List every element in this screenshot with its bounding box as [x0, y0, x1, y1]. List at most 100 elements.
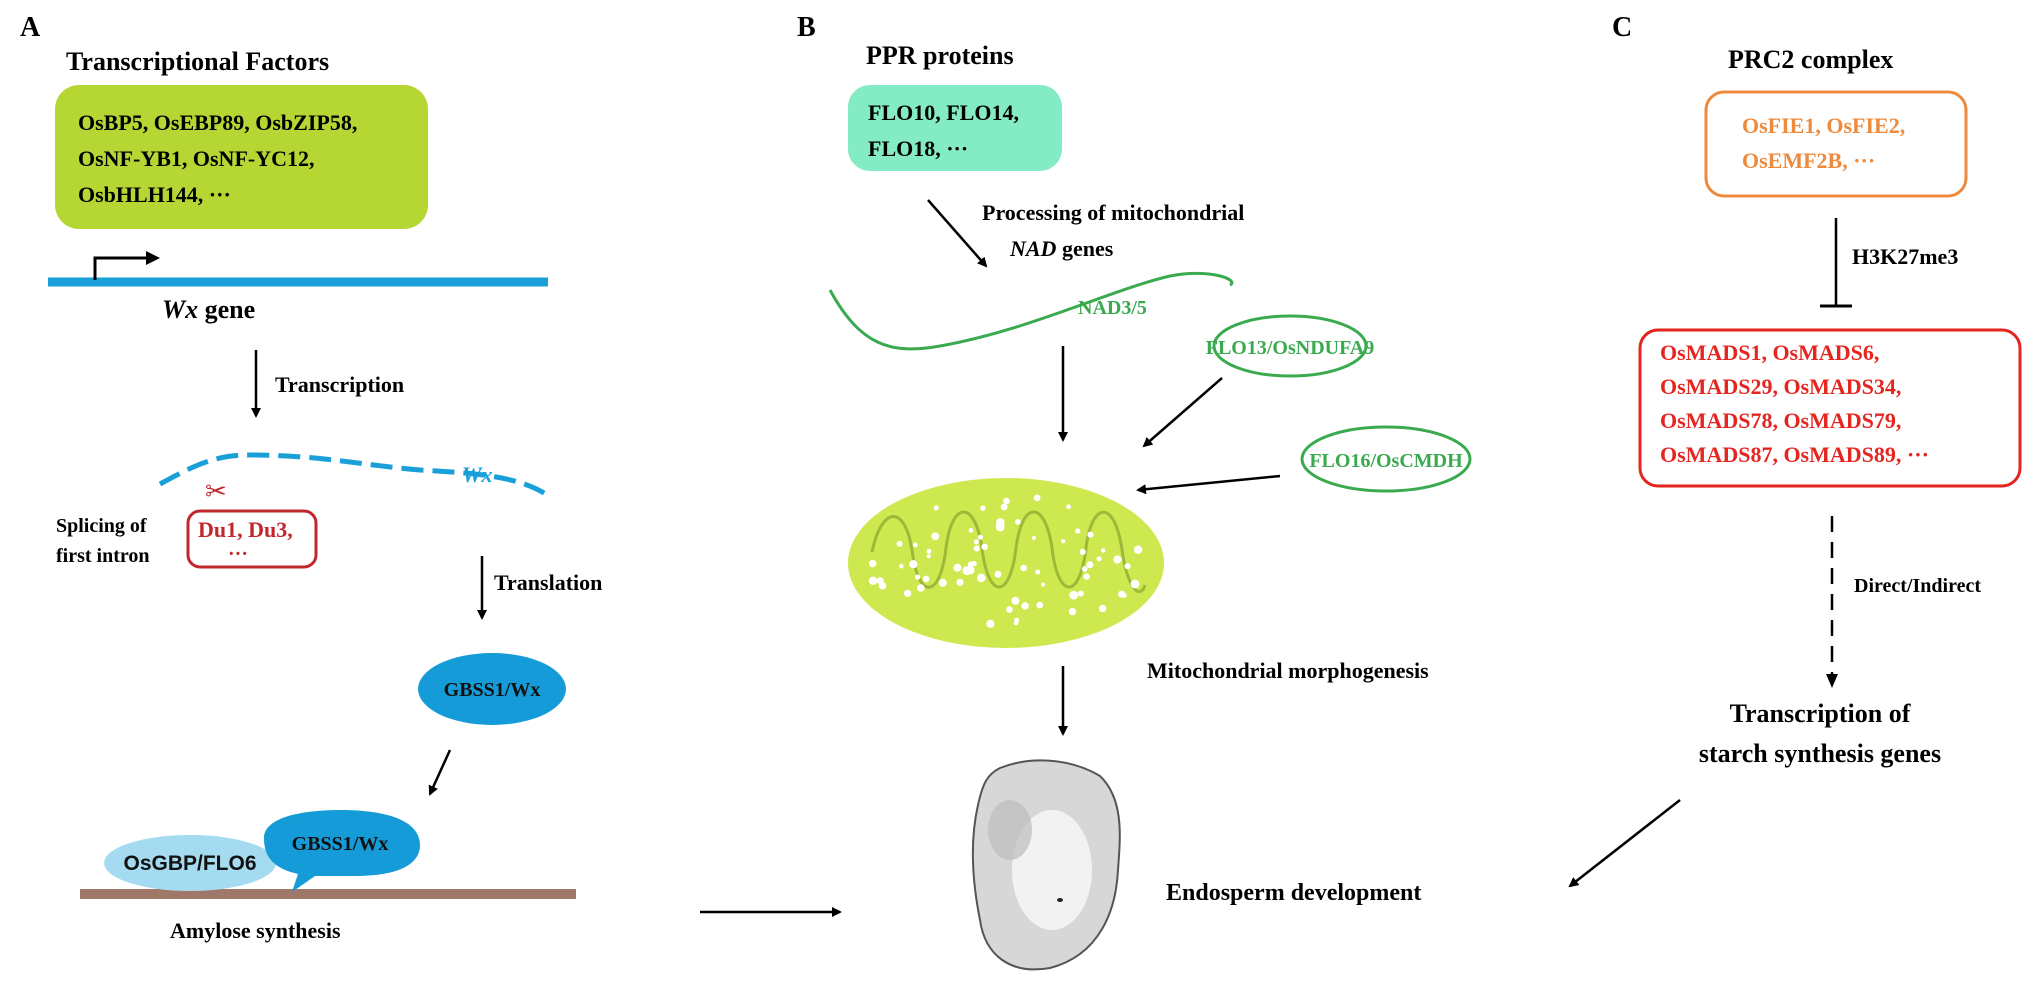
mito-dot	[1021, 602, 1029, 610]
tf-title: Transcriptional Factors	[66, 47, 329, 76]
mito-dot	[994, 570, 1002, 578]
processing-label-1: Processing of mitochondrial	[982, 200, 1244, 225]
mito-outer	[848, 478, 1164, 648]
fie-box-line-1: OsFIE1, OsFIE2,	[1742, 113, 1905, 138]
mito-dot	[1101, 548, 1106, 553]
nad-italic: NAD	[1009, 236, 1057, 261]
ppr-processing-arrow	[927, 199, 988, 268]
flo-box-line-2: FLO18, ···	[868, 136, 968, 161]
mito-dot	[1000, 503, 1008, 511]
mito-dot	[1124, 563, 1131, 570]
translation-label: Translation	[494, 570, 602, 595]
mito-dot	[1121, 592, 1127, 598]
flo-box	[848, 85, 1062, 171]
transcription-starch-1: Transcription of	[1730, 699, 1911, 728]
mito-dot	[973, 545, 980, 552]
mito-morph-label: Mitochondrial morphogenesis	[1147, 658, 1429, 683]
h3k27-label: H3K27me3	[1852, 244, 1958, 269]
mito-dot	[1020, 564, 1027, 572]
mito-dot	[1068, 607, 1077, 616]
mito-dot	[978, 534, 983, 540]
seed-highlight	[1012, 810, 1092, 930]
mito-dot	[1086, 561, 1094, 569]
mito-dot	[1096, 556, 1102, 562]
wx-mrna-label: Wx	[462, 462, 493, 487]
binding-arrow	[428, 749, 452, 796]
mito-dot	[996, 518, 1005, 527]
panel-a-letter: A	[20, 12, 41, 43]
mito-dot	[1081, 566, 1088, 572]
nad-genes-suffix: genes	[1056, 236, 1113, 261]
panel-c-letter: C	[1612, 12, 1632, 43]
mito-dot	[914, 574, 921, 580]
mito-dot	[1033, 494, 1041, 502]
mito-dot	[1079, 548, 1086, 556]
mitochondrion	[848, 478, 1164, 648]
mito-dot	[1035, 569, 1041, 575]
promoter-arrow-head	[146, 251, 160, 265]
mito-dot	[981, 543, 988, 550]
direct-indirect-label: Direct/Indirect	[1854, 575, 1981, 597]
flo16-ellipse	[1300, 425, 1472, 493]
mito-dot	[1077, 590, 1084, 597]
processing-label-2: NAD genes	[1009, 236, 1114, 261]
panel-c-to-endosperm-arrow	[1568, 799, 1681, 888]
flo-box-line-1: FLO10, FLO14,	[868, 100, 1019, 125]
mito-cristae	[870, 510, 1147, 593]
wx-gene-suffix: gene	[198, 295, 255, 324]
mito-dot	[912, 542, 918, 548]
mito-dot	[1015, 519, 1021, 525]
nad-mrna	[828, 271, 1234, 351]
mads-box-line-3: OsMADS78, OsMADS79,	[1660, 408, 1901, 433]
mito-dot	[1003, 497, 1010, 505]
mito-dot	[904, 589, 912, 597]
wx-mrna	[158, 452, 552, 500]
mito-dot	[956, 578, 964, 586]
flo13-to-mito-arrow	[1142, 377, 1223, 448]
fie-box-line-2: OsEMF2B, ···	[1742, 148, 1875, 173]
splicing-label-2: first intron	[56, 545, 150, 567]
mito-dot	[1069, 590, 1079, 600]
mito-dot	[931, 532, 940, 541]
mito-dot	[896, 540, 903, 547]
tf-box	[55, 85, 428, 229]
mito-dot	[986, 619, 995, 628]
fie-box	[1704, 90, 1968, 198]
flo13-label: FLO13/OsNDUFA9	[1206, 337, 1375, 359]
mito-dot	[1031, 535, 1036, 541]
du-box-line-2: ···	[228, 543, 248, 565]
mito-dot	[1036, 601, 1044, 609]
tf-box-line-1: OsBP5, OsEBP89, OsbZIP58,	[78, 110, 357, 135]
mito-dot	[977, 573, 986, 583]
mito-dot	[869, 559, 877, 568]
ppr-title: PPR proteins	[866, 41, 1014, 70]
flo13-ellipse	[1212, 314, 1368, 378]
wx-gene-italic: Wx	[162, 295, 198, 324]
flo16-to-mito-arrow	[1136, 474, 1281, 495]
mito-dot	[926, 554, 931, 559]
du-box	[186, 509, 318, 569]
mads-box-line-1: OsMADS1, OsMADS6,	[1660, 340, 1879, 365]
mito-dot	[899, 563, 904, 569]
mito-dot	[926, 548, 932, 554]
mito-dot	[917, 584, 925, 592]
gbss1-bound-label: GBSS1/Wx	[292, 833, 389, 855]
mito-dot	[1130, 579, 1140, 589]
tf-box-line-3: OsbHLH144, ···	[78, 182, 231, 207]
mads-box	[1638, 328, 2022, 488]
mito-dot	[980, 505, 986, 511]
mito-dot	[938, 578, 947, 587]
gbss1-bound-protein	[264, 810, 420, 892]
transcription-label: Transcription	[275, 372, 404, 397]
mito-dot	[968, 527, 974, 533]
wx-gene-label: Wx gene	[162, 295, 255, 324]
mito-dots	[868, 494, 1143, 628]
nad-label: NAD3/5	[1078, 297, 1147, 319]
du-box-line-1: Du1, Du3,	[198, 517, 293, 542]
transcription-starch-2: starch synthesis genes	[1699, 739, 1941, 768]
mito-dot	[1083, 573, 1090, 580]
mito-dot	[1133, 545, 1143, 554]
mito-dot	[909, 560, 918, 569]
mito-dot	[878, 581, 887, 590]
